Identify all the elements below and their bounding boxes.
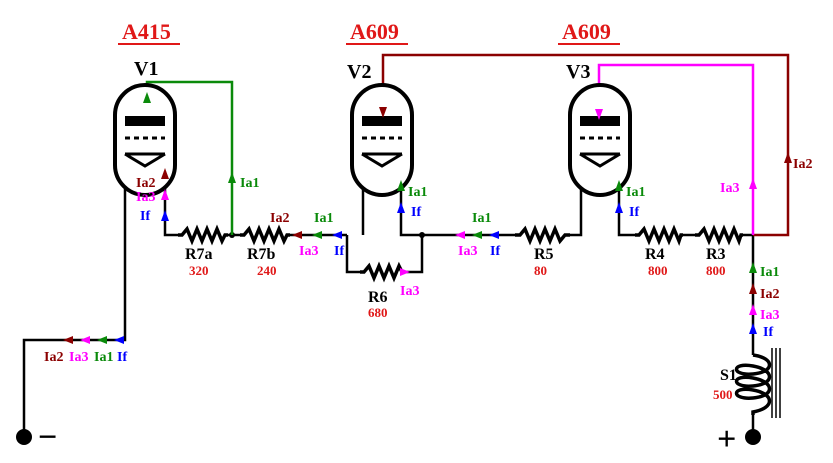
label-ia2-minus: Ia2	[44, 350, 63, 365]
minus-terminal-dot	[16, 429, 32, 445]
resistor-r5-value: 80	[534, 263, 547, 278]
label-ia1-v3: Ia1	[626, 185, 645, 200]
label-ia1-wire: Ia1	[240, 176, 259, 191]
arrow-ia1-v3	[615, 180, 623, 191]
label-ia2-anode: Ia2	[793, 157, 812, 172]
inductor-s1	[734, 353, 772, 415]
label-ia1-v2: Ia1	[408, 185, 427, 200]
junction-dot	[419, 232, 425, 238]
resistor-r3	[695, 224, 743, 246]
v3-type-title: A609	[562, 19, 611, 44]
resistor-r6	[360, 261, 405, 283]
current-labels: Ia2 Ia3 If Ia1 Ia2 Ia1 Ia3 If Ia1 If Ia3…	[44, 157, 812, 365]
tube-v3	[568, 83, 632, 197]
resistor-r7a-name: R7a	[185, 246, 213, 263]
label-if-r7b: If	[334, 244, 344, 259]
arrow-if-r7b	[332, 231, 342, 239]
label-if-supply: If	[763, 325, 773, 340]
current-arrows	[63, 92, 792, 344]
arrow-ia2-anode	[784, 152, 792, 163]
arrow-ia2-r7b	[292, 231, 302, 239]
resistor-r3-name: R3	[706, 246, 726, 263]
arrow-if-r5	[489, 231, 499, 239]
label-ia1-minus: Ia1	[94, 350, 113, 365]
resistor-r6-value: 680	[368, 305, 388, 320]
label-ia3-r6: Ia3	[400, 284, 419, 299]
arrow-ia2-v1	[161, 168, 169, 179]
inductor-s1-name: S1	[720, 367, 737, 384]
arrow-ia1-r5	[472, 231, 482, 239]
label-ia1-r5: Ia1	[472, 211, 491, 226]
label-ia2-v1: Ia2	[136, 176, 155, 191]
label-ia1-supply: Ia1	[760, 265, 779, 280]
arrow-ia3-supply	[749, 304, 757, 315]
label-ia1-r7b: Ia1	[314, 211, 333, 226]
resistor-r6-name: R6	[368, 289, 388, 306]
resistor-r3-value: 800	[706, 263, 726, 278]
label-if-v3: If	[629, 205, 639, 220]
resistor-r7a	[178, 224, 228, 246]
arrow-ia1-v1-anode	[143, 92, 151, 103]
ia2-anode-wire	[381, 53, 790, 237]
v2-name: V2	[347, 61, 371, 83]
arrow-ia3-v3-anode	[595, 109, 603, 120]
v1-name: V1	[134, 58, 158, 80]
tube-titles: A415 A609 A609	[118, 19, 620, 45]
arrow-ia3-v1	[161, 189, 169, 200]
arrow-ia2-minus	[63, 336, 73, 344]
label-ia3-v1: Ia3	[136, 190, 155, 205]
resistor-r5-name: R5	[534, 246, 554, 263]
inductor-s1-value: 500	[713, 387, 733, 402]
resistor-r4-name: R4	[645, 246, 665, 263]
arrow-ia1-wire	[228, 172, 236, 183]
arrow-if-v3	[615, 202, 623, 213]
label-ia3-anode: Ia3	[720, 181, 739, 196]
resistor-r4	[635, 224, 683, 246]
label-ia3-r7b: Ia3	[299, 244, 318, 259]
v2-type-title: A609	[350, 19, 399, 44]
v1-type-title: A415	[122, 19, 171, 44]
arrow-ia1-supply	[749, 262, 757, 273]
plus-sign: +	[717, 421, 736, 458]
label-if-v2: If	[411, 205, 421, 220]
arrow-ia3-r5	[455, 231, 465, 239]
arrow-if-minus	[114, 336, 124, 344]
arrow-ia3-r6	[400, 268, 410, 276]
resistor-r5	[515, 224, 570, 246]
arrow-if-supply	[749, 323, 757, 334]
plus-terminal-dot	[745, 429, 761, 445]
arrow-ia1-r7b	[312, 231, 322, 239]
v3-name: V3	[566, 61, 590, 83]
label-if-v1: If	[140, 209, 150, 224]
arrow-if-v2	[397, 202, 405, 213]
arrow-ia1-minus	[97, 336, 107, 344]
resistor-r4-value: 800	[648, 263, 668, 278]
minus-sign: −	[38, 419, 57, 456]
label-ia2-r7b: Ia2	[270, 211, 289, 226]
label-ia3-r5: Ia3	[458, 244, 477, 259]
resistor-r7a-value: 320	[189, 263, 209, 278]
inductor-core	[771, 348, 781, 418]
resistor-r7b-value: 240	[257, 263, 277, 278]
arrow-ia3-anode	[749, 178, 757, 189]
resistor-r7b-name: R7b	[247, 246, 276, 263]
resistor-r7b	[240, 224, 290, 246]
tube-v2	[350, 83, 414, 197]
arrow-ia2-v2-anode	[379, 107, 387, 118]
label-if-r5: If	[490, 244, 500, 259]
label-if-minus: If	[117, 350, 127, 365]
label-ia2-supply: Ia2	[760, 287, 779, 302]
arrow-ia2-supply	[749, 283, 757, 294]
label-ia3-supply: Ia3	[760, 308, 779, 323]
arrow-if-v1	[161, 210, 169, 221]
wiring	[22, 175, 755, 437]
arrow-ia1-v2	[397, 180, 405, 191]
label-ia3-minus: Ia3	[69, 350, 88, 365]
arrow-ia3-minus	[80, 336, 90, 344]
